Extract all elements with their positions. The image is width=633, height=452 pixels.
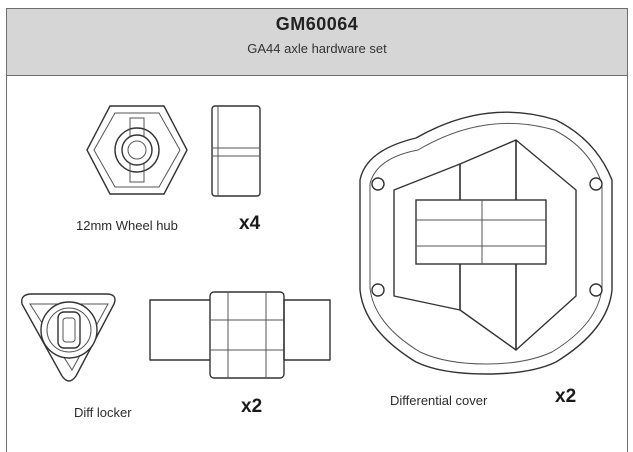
diff-locker-part	[14, 290, 344, 390]
differential-cover-label: Differential cover	[390, 393, 488, 408]
differential-cover-icon	[359, 111, 613, 375]
wheel-hub-label: 12mm Wheel hub	[76, 218, 178, 233]
diff-locker-qty: x2	[241, 396, 263, 417]
wheel-hub-qty: x4	[239, 213, 261, 234]
wheel-hub-icon	[86, 105, 261, 197]
part-code: GM60064	[275, 14, 359, 34]
differential-cover-qty: x2	[555, 386, 577, 407]
diff-locker-label: Diff locker	[74, 405, 132, 420]
header-band: GM60064 GA44 axle hardware set	[7, 9, 627, 76]
differential-cover-part	[356, 100, 618, 376]
diff-locker-icon	[21, 291, 331, 382]
set-description: GA44 axle hardware set	[247, 41, 387, 56]
wheel-hub-part	[82, 104, 267, 199]
